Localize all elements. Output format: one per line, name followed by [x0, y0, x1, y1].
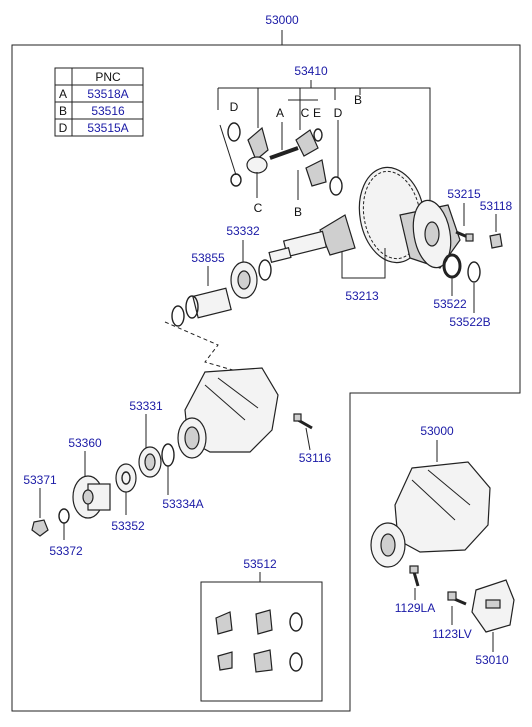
part-label-1129la[interactable]: 1129LA — [395, 601, 435, 615]
pnc-value-a[interactable]: 53518A — [87, 87, 128, 101]
letter-d-right: D — [334, 106, 343, 120]
bolt-53215 — [455, 230, 474, 242]
bracket-53410 — [217, 87, 431, 215]
assembly-dashed-line — [164, 321, 251, 376]
bearing-53332 — [230, 261, 258, 299]
part-label-53371[interactable]: 53371 — [23, 473, 57, 487]
washer-bottom-left — [230, 173, 242, 187]
letter-e: E — [313, 106, 321, 120]
lock-nut-53371 — [31, 519, 49, 537]
bearing-53331 — [138, 446, 162, 478]
part-label-53215[interactable]: 53215 — [447, 187, 481, 201]
mounting-bracket-53010 — [471, 579, 515, 633]
part-label-53332[interactable]: 53332 — [226, 224, 260, 238]
pnc-key-b: B — [59, 104, 67, 118]
kit-box-53512 — [200, 581, 323, 702]
part-label-53334a[interactable]: 53334A — [162, 497, 203, 511]
part-label-53000-assembly[interactable]: 53000 — [420, 424, 454, 438]
part-label-53331[interactable]: 53331 — [129, 399, 163, 413]
bolt-1129la — [409, 565, 420, 587]
part-label-53000-top[interactable]: 53000 — [265, 13, 299, 27]
part-label-53522b[interactable]: 53522B — [449, 315, 490, 329]
pnc-value-b[interactable]: 53516 — [91, 104, 125, 118]
bolt-1123lv — [447, 591, 467, 606]
part-label-53213[interactable]: 53213 — [345, 289, 379, 303]
thrust-washer-d-left — [227, 122, 241, 142]
part-label-53512[interactable]: 53512 — [243, 557, 277, 571]
part-label-53118[interactable]: 53118 — [480, 199, 513, 213]
oil-seal-53334a — [161, 443, 175, 467]
letter-c-bottom: C — [254, 201, 263, 215]
washer-53372 — [58, 508, 70, 524]
pnc-key-a: A — [59, 87, 67, 101]
letter-b-bottom: B — [294, 205, 302, 219]
bracket-53213 — [341, 248, 386, 279]
seal-53352 — [115, 463, 137, 493]
bracket-ce — [288, 88, 318, 101]
letter-c-top: C — [301, 106, 310, 120]
part-label-53352[interactable]: 53352 — [111, 519, 145, 533]
side-gear-ce — [295, 128, 323, 157]
side-gear-right — [305, 120, 343, 196]
part-label-53360[interactable]: 53360 — [68, 436, 102, 450]
part-label-1123lv[interactable]: 1123LV — [432, 627, 472, 641]
pinion-shaft-a — [269, 122, 299, 160]
drive-pinion — [268, 214, 356, 263]
kit-gears-53512 — [215, 609, 303, 673]
bolt-53116 — [293, 413, 313, 430]
ring-gear-case — [358, 166, 461, 269]
letter-b-top: B — [354, 93, 362, 107]
collapsible-spacer-53855 — [171, 287, 232, 327]
companion-flange-53360 — [72, 475, 111, 519]
pnc-header: PNC — [95, 70, 121, 84]
frame-outline — [11, 44, 521, 712]
letter-d-left: D — [230, 100, 239, 114]
carrier-housing-left — [177, 367, 279, 459]
pnc-key-d: D — [59, 121, 68, 135]
part-label-53010[interactable]: 53010 — [475, 653, 509, 667]
part-label-53522[interactable]: 53522 — [433, 297, 467, 311]
shim-53332 — [258, 259, 272, 281]
part-label-53372[interactable]: 53372 — [49, 544, 83, 558]
letter-a: A — [276, 106, 284, 120]
shim-53522b — [467, 261, 481, 283]
carrier-assembly-53000 — [370, 461, 491, 568]
lock-plate-53118 — [489, 233, 503, 249]
pnc-value-d[interactable]: 53515A — [87, 121, 128, 135]
pnc-table: PNC A 53518A B 53516 D 53515A — [54, 67, 144, 137]
bearing-53522 — [442, 253, 462, 279]
part-label-53410[interactable]: 53410 — [294, 64, 328, 78]
part-label-53116[interactable]: 53116 — [299, 451, 332, 465]
pinion-gear-left — [246, 126, 269, 198]
part-label-53855[interactable]: 53855 — [191, 251, 225, 265]
